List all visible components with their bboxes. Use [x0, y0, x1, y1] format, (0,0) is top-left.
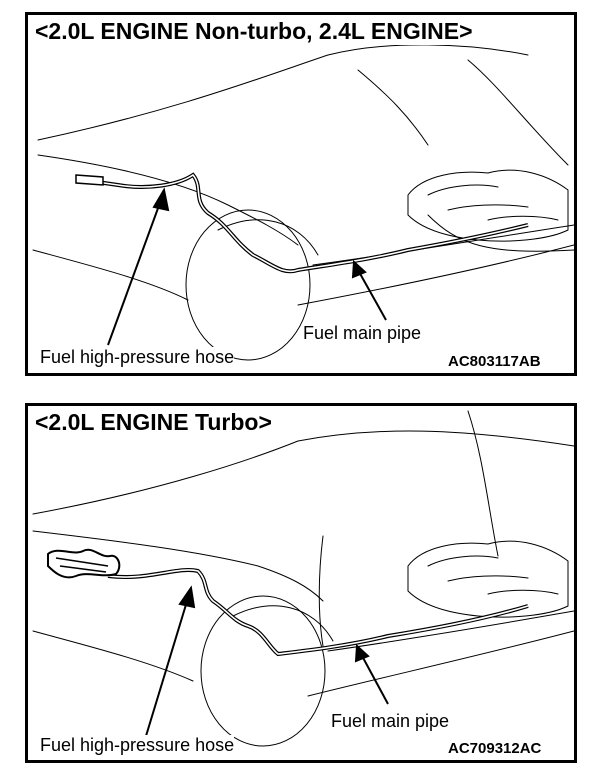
- hose-arrow-head: [152, 187, 170, 212]
- high-pressure-hose-cluster: [47, 548, 121, 579]
- pipe-arrow-head: [354, 643, 370, 663]
- front-wheel: [200, 595, 326, 747]
- car-body-line: [32, 440, 299, 515]
- fuel-high-pressure-hose-label: Fuel high-pressure hose: [40, 347, 235, 368]
- fuel-tank: [407, 540, 569, 618]
- wheel-arch: [232, 605, 334, 642]
- car-body-line: [467, 59, 569, 166]
- figure-code: AC709312AC: [448, 740, 542, 757]
- high-pressure-hose-fitting: [75, 174, 104, 186]
- hose-leader-arrow: [107, 199, 162, 346]
- car-body-line: [37, 154, 299, 246]
- fuel-tank-detail: [427, 555, 559, 595]
- car-body-line: [357, 69, 429, 146]
- diagram-panel-non-turbo: <2.0L ENGINE Non-turbo, 2.4L ENGINE> Fue…: [25, 12, 577, 376]
- car-body-line: [327, 44, 529, 56]
- car-body-line: [318, 535, 324, 647]
- car-body-line: [327, 610, 574, 652]
- fuel-main-pipe-label: Fuel main pipe: [303, 323, 422, 344]
- car-outline-drawing: [32, 410, 574, 747]
- diagram-panel-turbo: <2.0L ENGINE Turbo> Fuel main pipe Fuel …: [25, 403, 577, 763]
- pipe-leader-arrow: [357, 269, 387, 321]
- fuel-high-pressure-hose-label: Fuel high-pressure hose: [40, 735, 235, 756]
- hose-leader-arrow: [145, 597, 189, 737]
- car-body-line: [307, 630, 574, 697]
- car-body-line: [37, 54, 329, 141]
- panel-title: <2.0L ENGINE Turbo>: [35, 409, 274, 436]
- hose-arrow-head: [178, 585, 196, 609]
- pipe-arrow-head: [351, 259, 367, 279]
- figure-code: AC803117AB: [448, 353, 541, 370]
- car-body-line: [32, 530, 324, 602]
- car-body-line: [32, 630, 194, 682]
- front-wheel: [185, 209, 311, 361]
- fuel-main-pipe-label: Fuel main pipe: [331, 711, 450, 732]
- car-body-line: [427, 214, 574, 252]
- fuel-tank: [407, 169, 569, 242]
- fuel-main-pipe: [107, 568, 529, 657]
- car-body-line: [297, 430, 574, 447]
- car-body-line: [297, 244, 574, 306]
- fuel-tank-detail: [427, 184, 559, 221]
- car-outline-drawing: [32, 44, 574, 361]
- pipe-leader-arrow: [360, 653, 389, 705]
- wheel-arch: [217, 219, 319, 256]
- panel-title: <2.0L ENGINE Non-turbo, 2.4L ENGINE>: [35, 18, 475, 45]
- car-body-line: [467, 410, 499, 557]
- car-body-line: [32, 249, 189, 301]
